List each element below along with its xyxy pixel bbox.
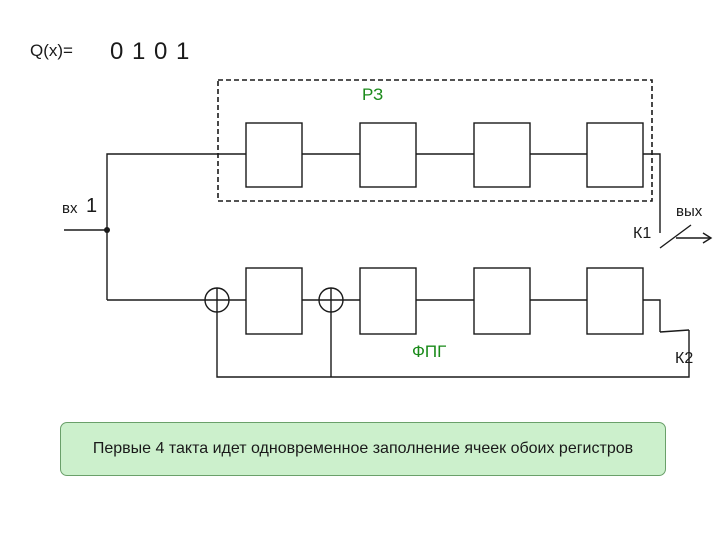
switch-k2-label: К2 (675, 350, 694, 367)
info-note-text: Первые 4 такта идет одновременное заполн… (92, 440, 634, 457)
rz-register-boundary (217, 79, 653, 202)
switch-k2 (659, 329, 690, 333)
rz-cell-2 (359, 122, 417, 188)
input-junction-dot (104, 227, 110, 233)
fpg-wiring (107, 299, 690, 378)
fpg-cell-4 (586, 267, 644, 335)
switch-k1-label: К1 (633, 225, 652, 242)
switch-k1 (659, 224, 692, 249)
fpg-cell-1 (245, 267, 303, 335)
xor-adder-2 (318, 287, 344, 313)
info-note: Первые 4 такта идет одновременное заполн… (60, 422, 666, 476)
polynomial-bits: 0 1 0 1 (110, 38, 191, 65)
rz-cell-3 (473, 122, 531, 188)
xor-adder-1 (204, 287, 230, 313)
fpg-cell-3 (473, 267, 531, 335)
rz-cell-4 (586, 122, 644, 188)
rz-cell-1 (245, 122, 303, 188)
rz-register-label: РЗ (362, 85, 384, 104)
output-label: вых (676, 203, 703, 220)
fpg-cell-2 (359, 267, 417, 335)
input-number-label: 1 (86, 195, 98, 217)
input-label: вх (62, 200, 78, 217)
output-arrow (676, 232, 713, 244)
rz-wiring (106, 153, 661, 300)
polynomial-label: Q(x)= (30, 41, 73, 60)
fpg-register-label: ФПГ (412, 342, 447, 361)
